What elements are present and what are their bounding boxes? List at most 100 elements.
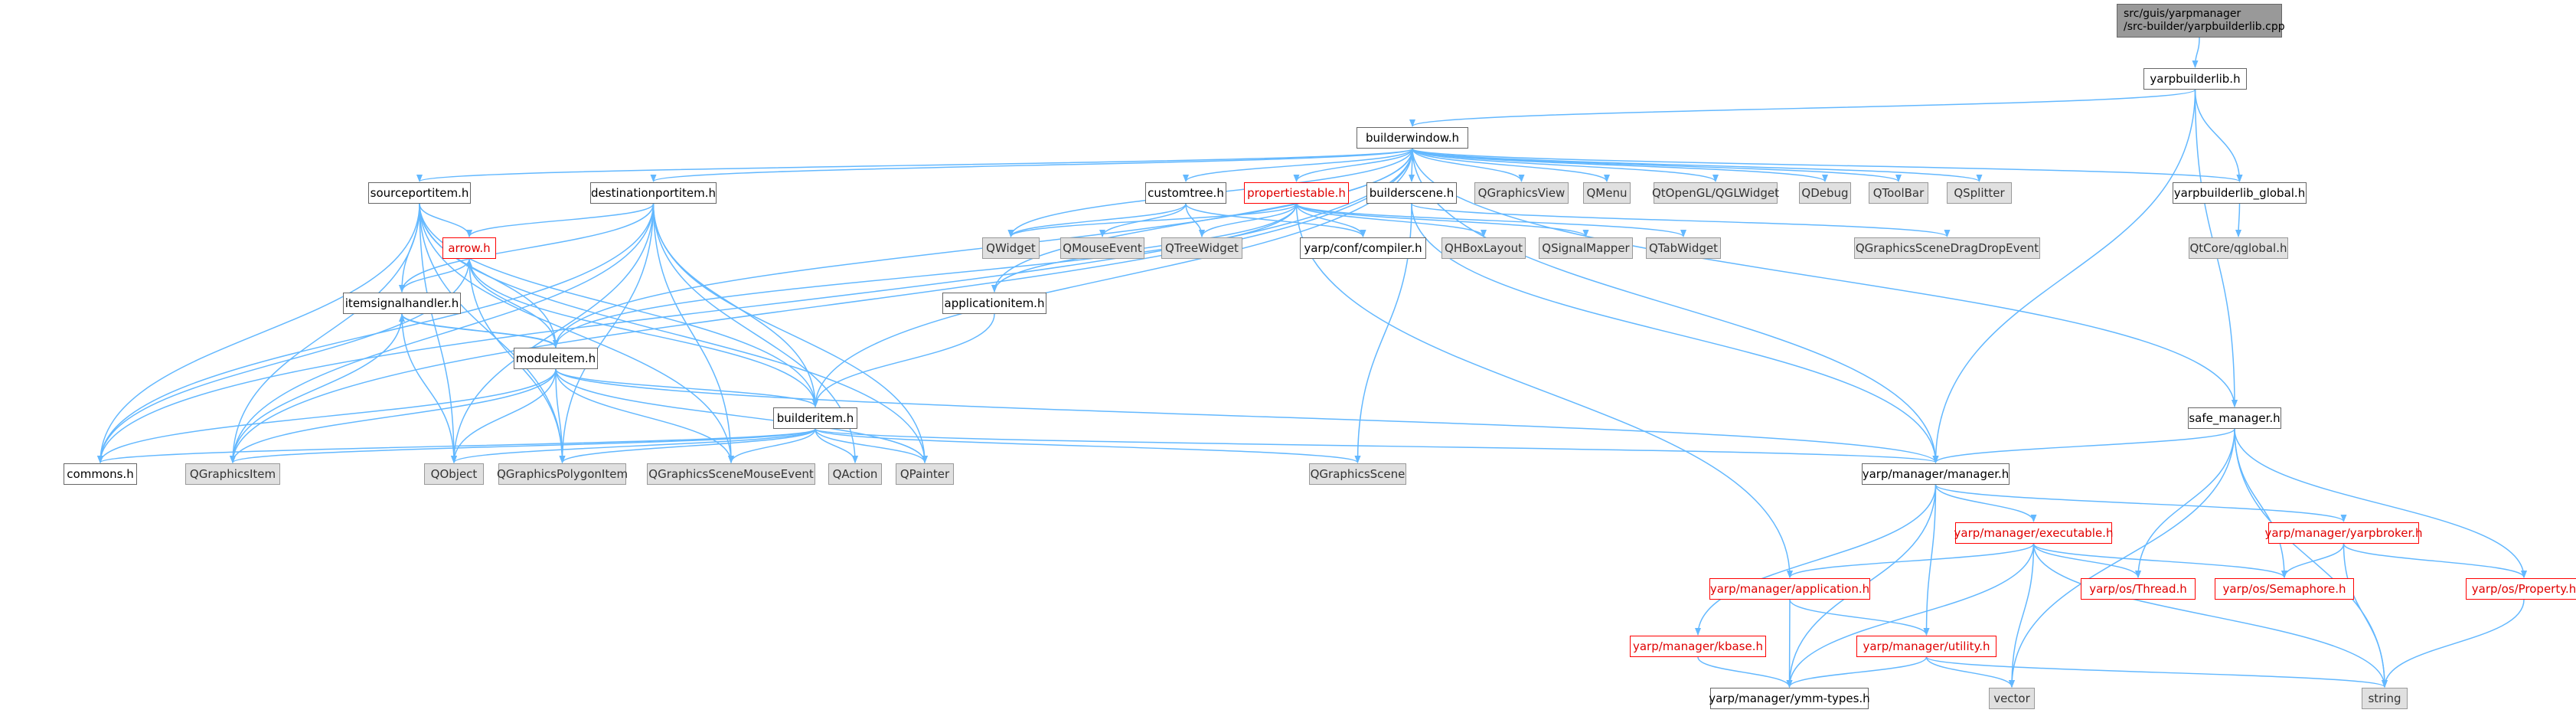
edge-builderwindow-to-QGraphicsItem xyxy=(230,148,1413,463)
edge-destinationportitem-to-QGraphicsSceneMouseEvent xyxy=(652,203,734,463)
node-yarp-manager-utility-h[interactable]: yarp/manager/utility.h xyxy=(1856,636,1996,657)
node-yarpbuilderlib-cpp: src/guis/yarpmanager /src-builder/yarpbu… xyxy=(2117,4,2285,38)
node-qgraphicsview: QGraphicsView xyxy=(1474,182,1569,204)
edge-executable-to-vector xyxy=(2009,543,2035,688)
edge-itemsignalhandler-to-QObject xyxy=(401,313,457,463)
node-builderscene-h[interactable]: builderscene.h xyxy=(1366,182,1457,204)
edge-sourceportitem-to-arrow xyxy=(419,203,472,237)
node-label: applicationitem.h xyxy=(944,296,1045,310)
edge-Property-to-string xyxy=(2382,599,2525,688)
node-yarpbuilderlib-h[interactable]: yarpbuilderlib.h xyxy=(2143,68,2247,90)
edge-yarpbuilderlib-to-yarpbuilderlib_global xyxy=(2194,89,2243,182)
edge-moduleitem-to-commons xyxy=(97,368,557,463)
edge-builderwindow-to-QSplitter xyxy=(1412,148,1983,182)
edge-builderitem-to-QGraphicsItem xyxy=(230,428,816,463)
edge-itemsignalhandler-to-QGraphicsItem xyxy=(230,313,403,463)
node-arrow-h[interactable]: arrow.h xyxy=(442,237,496,259)
node-builderitem-h[interactable]: builderitem.h xyxy=(773,407,857,429)
edge-propertiestable-to-QSignalMapper xyxy=(1295,203,1589,237)
node-qdebug: QDebug xyxy=(1799,182,1851,204)
edge-moduleitem-to-builderitem xyxy=(555,368,818,407)
edge-destinationportitem-to-QGraphicsItem xyxy=(230,203,655,463)
node-label: sourceportitem.h xyxy=(370,186,469,200)
edge-builderwindow-to-customtree xyxy=(1183,148,1413,182)
edge-yarpbroker-to-Property xyxy=(2343,543,2527,578)
edge-yarpbuilderlib-to-builderwindow xyxy=(1409,89,2196,127)
node-label: QTabWidget xyxy=(1648,241,1719,255)
node-builderwindow-h[interactable]: builderwindow.h xyxy=(1357,127,1468,149)
node-qwidget: QWidget xyxy=(982,237,1040,259)
edge-propertiestable-to-compiler xyxy=(1295,203,1366,237)
node-label: yarp/conf/compiler.h xyxy=(1304,241,1422,255)
edge-moduleitem-to-manager xyxy=(555,368,1939,463)
node-label: yarp/manager/yarpbroker.h xyxy=(2264,526,2423,540)
node-label: QToolBar xyxy=(1872,186,1925,200)
edge-executable-to-application xyxy=(1787,543,2035,578)
node-label: QObject xyxy=(430,467,478,481)
node-yarp-conf-compiler-h[interactable]: yarp/conf/compiler.h xyxy=(1300,237,1426,259)
edge-executable-to-ymm_types xyxy=(1786,543,2035,688)
edge-builderwindow-to-QtOpenGL xyxy=(1412,148,1719,182)
edge-moduleitem-to-QGraphicsSceneMouseEvent xyxy=(555,368,734,463)
edge-utility-to-string xyxy=(1925,656,2388,688)
node-moduleitem-h[interactable]: moduleitem.h xyxy=(514,348,598,369)
node-customtree-h[interactable]: customtree.h xyxy=(1145,182,1226,204)
edge-executable-to-string xyxy=(2032,543,2388,688)
node-yarp-manager-ymm-types-h[interactable]: yarp/manager/ymm-types.h xyxy=(1709,688,1870,709)
edge-root-to-yarpbuilderlib xyxy=(2192,37,2200,68)
node-label: QAction xyxy=(832,467,878,481)
edge-builderwindow-to-yarpbuilderlib_global xyxy=(1412,148,2243,182)
edge-moduleitem-to-QObject xyxy=(451,368,557,463)
node-yarp-manager-manager-h[interactable]: yarp/manager/manager.h xyxy=(1862,463,2010,485)
node-commons-h[interactable]: commons.h xyxy=(64,463,137,485)
node-label: yarpbuilderlib.h xyxy=(2150,72,2241,86)
edge-sourceportitem-to-moduleitem xyxy=(419,203,559,348)
node-yarp-manager-kbase-h[interactable]: yarp/manager/kbase.h xyxy=(1630,636,1766,657)
edge-builderitem-to-QAction xyxy=(815,428,858,463)
node-label: customtree.h xyxy=(1148,186,1224,200)
edge-destinationportitem-to-QObject xyxy=(451,203,655,463)
node-sourceportitem-h[interactable]: sourceportitem.h xyxy=(368,182,471,204)
edge-safe_manager-to-manager xyxy=(1932,428,2235,463)
edge-safe_manager-to-Semaphore xyxy=(2234,428,2287,578)
edge-arrow-to-commons xyxy=(97,258,470,463)
node-yarp-os-thread-h[interactable]: yarp/os/Thread.h xyxy=(2081,578,2196,600)
edge-moduleitem-to-arrow xyxy=(466,259,557,348)
node-itemsignalhandler-h[interactable]: itemsignalhandler.h xyxy=(343,293,461,314)
edge-sourceportitem-to-QGraphicsSceneMouseEvent xyxy=(419,203,734,463)
edge-builderwindow-to-QGraphicsView xyxy=(1412,148,1525,182)
node-destinationportitem-h[interactable]: destinationportitem.h xyxy=(590,182,717,204)
node-qtreewidget: QTreeWidget xyxy=(1161,237,1242,259)
node-yarpbuilderlib-global-h[interactable]: yarpbuilderlib_global.h xyxy=(2173,182,2307,204)
node-label: QWidget xyxy=(986,241,1036,255)
node-yarp-os-property-h[interactable]: yarp/os/Property.h xyxy=(2466,578,2576,600)
node-safe-manager-h[interactable]: safe_manager.h xyxy=(2188,407,2281,429)
node-propertiestable-h[interactable]: propertiestable.h xyxy=(1244,182,1349,204)
node-label: commons.h xyxy=(67,467,134,481)
edge-builderitem-to-QGraphicsPolygonItem xyxy=(559,428,816,463)
node-label: QGraphicsSceneMouseEvent xyxy=(648,467,814,481)
edge-sourceportitem-to-QGraphicsItem xyxy=(230,203,420,463)
node-applicationitem-h[interactable]: applicationitem.h xyxy=(942,293,1046,314)
edge-builderwindow-to-destinationportitem xyxy=(650,148,1413,182)
node-label: yarp/manager/manager.h xyxy=(1862,467,2010,481)
edge-utility-to-vector xyxy=(1925,656,2015,688)
node-label: yarp/os/Property.h xyxy=(2471,582,2576,596)
edge-moduleitem-to-itemsignalhandler xyxy=(399,314,557,348)
node-yarp-os-semaphore-h[interactable]: yarp/os/Semaphore.h xyxy=(2215,578,2354,600)
node-label: yarp/manager/kbase.h xyxy=(1632,639,1763,653)
edge-customtree-to-QWidget xyxy=(1007,203,1187,237)
node-yarp-manager-yarpbroker-h[interactable]: yarp/manager/yarpbroker.h xyxy=(2264,522,2423,544)
node-label: QMouseEvent xyxy=(1063,241,1142,255)
node-label: QtOpenGL/QGLWidget xyxy=(1651,186,1780,200)
node-qtabwidget: QTabWidget xyxy=(1646,237,1721,259)
edge-manager-to-yarpbroker xyxy=(1934,484,2347,522)
edge-moduleitem-to-QGraphicsPolygonItem xyxy=(555,368,566,463)
edge-executable-to-Thread xyxy=(2032,543,2141,578)
node-yarp-manager-application-h[interactable]: yarp/manager/application.h xyxy=(1709,578,1870,600)
node-label: QTreeWidget xyxy=(1165,241,1239,255)
node-yarp-manager-executable-h[interactable]: yarp/manager/executable.h xyxy=(1954,522,2113,544)
edge-builderwindow-to-sourceportitem xyxy=(416,148,1413,182)
edge-arrow-to-builderitem xyxy=(469,258,818,407)
